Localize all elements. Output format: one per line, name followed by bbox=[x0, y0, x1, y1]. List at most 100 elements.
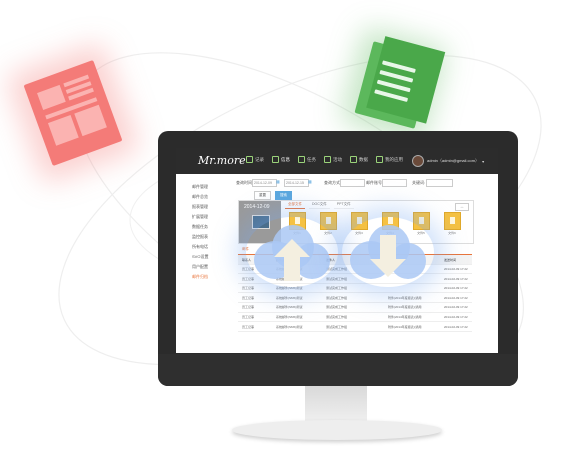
table-cell: 测试完成工作组 bbox=[326, 276, 348, 281]
bell-icon bbox=[324, 156, 331, 163]
table-cell: 员工记事 bbox=[242, 286, 255, 291]
table-cell: 2014-02-09 17:22 bbox=[444, 267, 468, 272]
date-label: 查询时间: bbox=[236, 180, 254, 185]
avatar[interactable] bbox=[412, 155, 424, 167]
table-cell: 2014-02-09 17:22 bbox=[444, 295, 468, 300]
table-cell: 系统邮件(SMS)测试 bbox=[276, 286, 303, 291]
table-cell: 2014-02-09 17:22 bbox=[444, 305, 468, 310]
folder-item[interactable]: 文件3 bbox=[349, 212, 369, 238]
table-cell: 员工记事 bbox=[242, 267, 255, 272]
folder-icon bbox=[351, 212, 368, 230]
user-icon bbox=[298, 156, 305, 163]
folder-tab[interactable]: 全部文件 bbox=[285, 201, 305, 209]
table-cell: 附件(2014年度报表)|通用 bbox=[388, 315, 422, 320]
table-cell: 2014-02-09 17:22 bbox=[444, 324, 468, 329]
folder-icon bbox=[413, 212, 430, 230]
monitor-stand-neck bbox=[305, 386, 367, 426]
type-label: 查询方式: bbox=[324, 180, 342, 185]
table-row[interactable]: 员工记事 系统邮件(SMS)测试 测试完成工作组 2014-02-09 17:22 bbox=[238, 284, 472, 294]
table-cell: 附件(2014年度报表)|通用 bbox=[388, 295, 422, 300]
keyword-label: 关键词: bbox=[412, 180, 426, 185]
folder-tab[interactable]: DOC文件 bbox=[309, 201, 330, 209]
monitor-bezel bbox=[158, 354, 518, 386]
account-input[interactable] bbox=[382, 179, 407, 187]
table-cell: 测试完成工作组 bbox=[326, 305, 348, 310]
table-cell: 附件(2014年度报表)|通用 bbox=[388, 324, 422, 329]
nav-item-5[interactable]: 我的应用 bbox=[376, 156, 403, 163]
start-date-input[interactable]: 2014-12-09 bbox=[252, 179, 277, 187]
sidebar-item[interactable]: 邮件总览 bbox=[192, 194, 208, 199]
type-select[interactable] bbox=[340, 179, 365, 187]
calendar-icon[interactable]: ▦ bbox=[308, 179, 312, 184]
date-card-label: 2014-12-09 bbox=[244, 204, 270, 210]
folder-item[interactable]: 文件6 bbox=[442, 212, 462, 238]
nav-label: 活动 bbox=[333, 156, 342, 162]
table-cell: 测试完成工作组 bbox=[326, 286, 348, 291]
table-cell: 员工记事 bbox=[242, 276, 255, 281]
sidebar-item[interactable]: 报表管理 bbox=[192, 204, 208, 209]
chevron-down-icon[interactable]: ▾ bbox=[482, 158, 485, 164]
sidebar: 邮件管理邮件总览报表管理扩展管理数据任务监控报表所有电话 SVO设置用户配置邮件归… bbox=[188, 182, 232, 282]
user-menu[interactable]: admin（admin@gmail.com） ▾ bbox=[412, 155, 484, 167]
main-nav: 记录 信息 任务 活动 数据 我的应用 bbox=[246, 156, 403, 163]
table-cell: 2014-02-09 17:22 bbox=[444, 286, 468, 291]
sidebar-item[interactable]: 扩展管理 bbox=[192, 214, 208, 219]
folder-name: 文件6 bbox=[448, 231, 456, 235]
table-cell: 系统邮件(SMS)测试 bbox=[276, 295, 303, 300]
table-cell: 员工记事 bbox=[242, 305, 255, 310]
table-cell: 系统邮件(SMS)测试 bbox=[276, 305, 303, 310]
search-button[interactable]: 搜索 bbox=[275, 191, 292, 200]
folder-name: 文件2 bbox=[324, 231, 332, 235]
end-date-input[interactable]: 2014-12-15 bbox=[284, 179, 309, 187]
folder-name: 文件3 bbox=[355, 231, 363, 235]
table-cell: 2014-02-09 17:22 bbox=[444, 276, 468, 281]
table-cell: 附件(2014年度报表)|通用 bbox=[388, 305, 422, 310]
nav-item-4[interactable]: 数据 bbox=[350, 156, 368, 163]
sidebar-item[interactable]: 邮件归档 bbox=[192, 274, 208, 279]
cloud-upload-icon[interactable] bbox=[254, 225, 330, 281]
nav-label: 记录 bbox=[255, 156, 264, 162]
folder-name: 文件5 bbox=[417, 231, 425, 235]
table-cell: 系统邮件(SMS)测试 bbox=[276, 315, 303, 320]
monitor-stand-base bbox=[232, 420, 442, 440]
table-cell: 员工记事 bbox=[242, 295, 255, 300]
calendar-icon[interactable]: ▦ bbox=[276, 179, 280, 184]
table-row[interactable]: 员工记事 系统邮件(SMS)测试 测试完成工作组 附件(2014年度报表)|通用 201… bbox=[238, 303, 472, 313]
nav-label: 数据 bbox=[359, 156, 368, 162]
sidebar-item[interactable]: 用户配置 bbox=[192, 264, 208, 269]
folder-item[interactable]: 文件5 bbox=[411, 212, 431, 238]
sidebar-item[interactable]: SVO设置 bbox=[192, 254, 209, 259]
app-logo[interactable]: Mr.more bbox=[198, 154, 246, 167]
column-header: 发件人 bbox=[326, 257, 336, 262]
nav-item-1[interactable]: 信息 bbox=[272, 156, 290, 163]
sidebar-item[interactable]: 数据任务 bbox=[192, 224, 208, 229]
column-header: 联系人 bbox=[242, 257, 252, 262]
nav-label: 我的应用 bbox=[385, 156, 403, 162]
table-cell: 员工记事 bbox=[242, 315, 255, 320]
filter-buttons: 重置 搜索 bbox=[254, 191, 292, 200]
nav-item-3[interactable]: 活动 bbox=[324, 156, 342, 163]
table-cell: 测试完成工作组 bbox=[326, 267, 348, 272]
grid-icon bbox=[376, 156, 383, 163]
folder-icon bbox=[320, 212, 337, 230]
reset-button[interactable]: 重置 bbox=[254, 191, 271, 200]
sidebar-item[interactable]: 监控报表 bbox=[192, 234, 208, 239]
table-cell: 2014-02-09 17:22 bbox=[444, 315, 468, 320]
cloud-download-icon[interactable] bbox=[350, 225, 426, 279]
folder-icon bbox=[444, 212, 461, 230]
nav-item-0[interactable]: 记录 bbox=[246, 156, 264, 163]
photo-thumbnail bbox=[252, 215, 270, 229]
table-cell: 测试完成工作组 bbox=[326, 324, 348, 329]
nav-label: 信息 bbox=[281, 156, 290, 162]
sidebar-item[interactable]: 所有电话 bbox=[192, 244, 208, 249]
sidebar-item[interactable]: 邮件管理 bbox=[192, 184, 208, 189]
folder-tab[interactable]: PPT文件 bbox=[333, 201, 354, 209]
nav-item-2[interactable]: 任务 bbox=[298, 156, 316, 163]
pager-arrows-icon[interactable]: ‹ › bbox=[455, 203, 469, 211]
keyword-input[interactable] bbox=[426, 179, 453, 187]
folder-item[interactable]: 文件2 bbox=[318, 212, 338, 238]
